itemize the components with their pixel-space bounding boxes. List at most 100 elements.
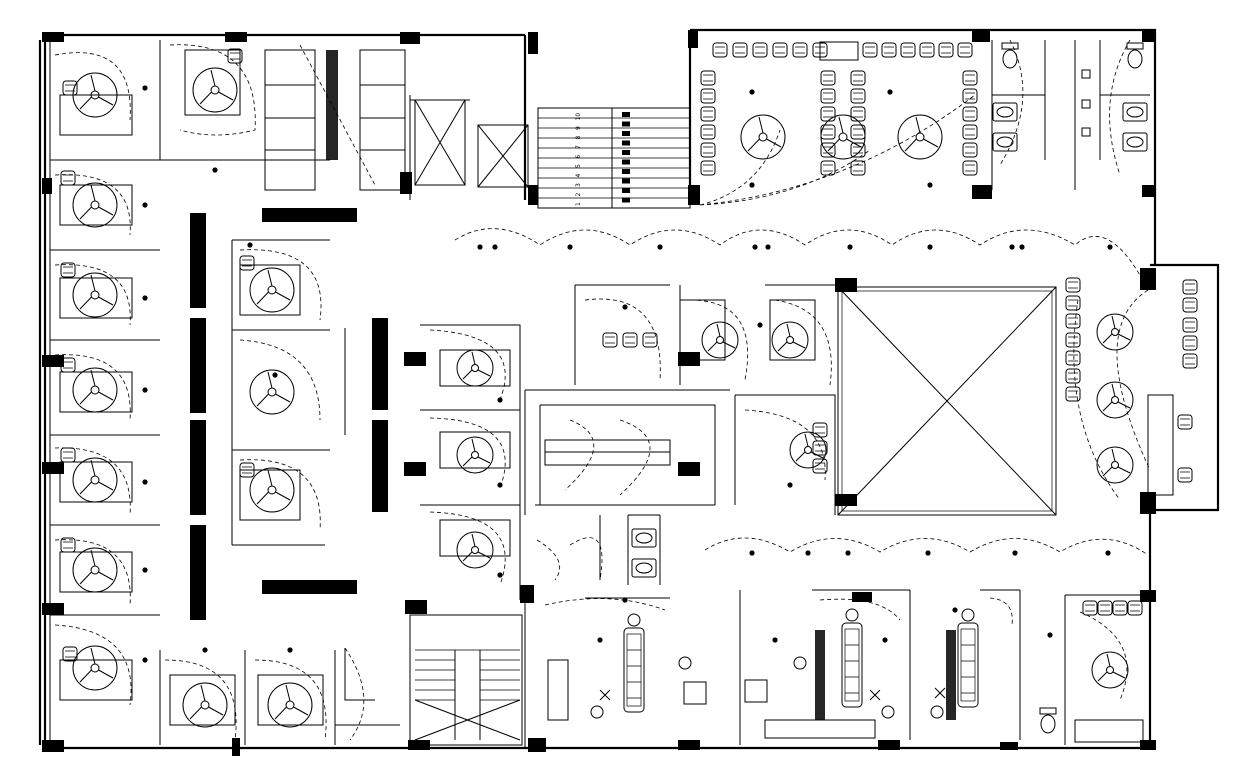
chair-icon xyxy=(881,42,897,58)
chair-icon xyxy=(820,88,836,104)
light-point-icon xyxy=(765,244,771,250)
light-point-icon xyxy=(597,637,603,643)
columns xyxy=(42,30,1156,756)
chair-icon xyxy=(820,106,836,122)
light-point-icon xyxy=(925,550,931,556)
lift-shafts xyxy=(409,95,529,200)
chair-icon xyxy=(712,42,728,58)
light-point-icon xyxy=(477,244,483,250)
chair-icon xyxy=(700,88,716,104)
stair-step-number: 7 xyxy=(575,145,582,149)
chair-icon xyxy=(962,70,978,86)
waiting-area-top xyxy=(699,41,978,206)
chair-icon xyxy=(732,42,748,58)
light-point-icon xyxy=(772,637,778,643)
stair-tread-mark xyxy=(622,169,630,174)
stair-tread-mark xyxy=(622,178,630,184)
chair-icon xyxy=(700,160,716,176)
stair-step-number: 5 xyxy=(575,164,582,168)
stair-tread-mark xyxy=(622,131,630,136)
stair-step-number: 10 xyxy=(575,113,582,121)
chair-icon xyxy=(962,160,978,176)
storage-racks xyxy=(264,44,406,191)
chair-icon xyxy=(850,160,866,176)
light-point-icon xyxy=(567,244,573,250)
light-point-icon xyxy=(247,242,253,248)
chair-icon xyxy=(900,42,916,58)
light-point-icon xyxy=(882,637,888,643)
centre-rooms xyxy=(524,284,836,580)
chair-icon xyxy=(938,42,954,58)
chair-icon xyxy=(919,42,935,58)
light-point-icon xyxy=(622,597,628,603)
bottom-cabins xyxy=(164,647,400,741)
light-point-icon xyxy=(952,607,958,613)
stair-step-number: 2 xyxy=(575,193,582,197)
chair-icon xyxy=(850,88,866,104)
chair-icon xyxy=(962,88,978,104)
light-point-icon xyxy=(492,244,498,250)
chair-icon xyxy=(700,124,716,140)
light-point-icon xyxy=(787,482,793,488)
chair-icon xyxy=(700,106,716,122)
chair-icon xyxy=(820,70,836,86)
chair-icon xyxy=(962,124,978,140)
bottom-staircase xyxy=(409,614,523,746)
left-cabins xyxy=(50,40,336,745)
chair-icon xyxy=(700,70,716,86)
stair-tread-mark xyxy=(622,121,630,127)
light-point-icon xyxy=(497,482,503,488)
light-point-icon xyxy=(847,244,853,250)
light-point-icon xyxy=(497,397,503,403)
stair-step-number: 3 xyxy=(575,183,582,187)
light-point-icon xyxy=(1105,550,1111,556)
light-point-icon xyxy=(1107,244,1113,250)
chair-icon xyxy=(957,42,973,58)
main-staircase: 1 2 3 4 5 6 7 8 9 10 xyxy=(537,107,691,209)
light-point-icon xyxy=(497,572,503,578)
chair-icon xyxy=(752,42,768,58)
stair-step-number: 9 xyxy=(575,126,582,130)
chair-icon xyxy=(792,42,808,58)
stair-step-number: 8 xyxy=(575,136,582,140)
light-point-icon xyxy=(1047,632,1053,638)
stair-tread-mark xyxy=(622,112,630,117)
middle-consultation xyxy=(190,208,388,620)
right-lounge xyxy=(1065,277,1198,501)
dental-bays xyxy=(524,537,1150,748)
central-cutout xyxy=(837,286,1057,516)
corridor-lighting xyxy=(454,228,1149,556)
chair-icon xyxy=(862,42,878,58)
chair-icon xyxy=(962,106,978,122)
light-point-icon xyxy=(1009,244,1015,250)
light-point-icon xyxy=(622,304,628,310)
light-point-icon xyxy=(927,244,933,250)
toilet-block xyxy=(991,39,1150,190)
chair-icon xyxy=(820,142,836,158)
light-point-icon xyxy=(1012,550,1018,556)
cabin-top xyxy=(169,44,256,173)
wash-area xyxy=(627,514,661,585)
light-points xyxy=(247,242,1053,643)
light-point-icon xyxy=(1019,244,1025,250)
light-point-icon xyxy=(657,244,663,250)
stair-step-number: 6 xyxy=(575,155,582,159)
stair-tread-mark xyxy=(622,159,630,165)
light-point-icon xyxy=(749,550,755,556)
chair-icon xyxy=(820,160,836,176)
light-point-icon xyxy=(757,322,763,328)
stair-step-number: 4 xyxy=(575,174,582,178)
light-point-icon xyxy=(805,550,811,556)
chair-icon xyxy=(850,70,866,86)
stair-tread-mark xyxy=(622,188,630,193)
stair-step-number: 1 xyxy=(575,202,582,206)
middle-cabins xyxy=(420,324,521,600)
light-point-icon xyxy=(272,372,278,378)
light-point-icon xyxy=(845,550,851,556)
chair-icon xyxy=(772,42,788,58)
stair-tread-mark xyxy=(622,150,630,155)
chair-icon xyxy=(700,142,716,158)
stair-tread-mark xyxy=(622,197,630,203)
stair-tread-mark xyxy=(622,140,630,146)
